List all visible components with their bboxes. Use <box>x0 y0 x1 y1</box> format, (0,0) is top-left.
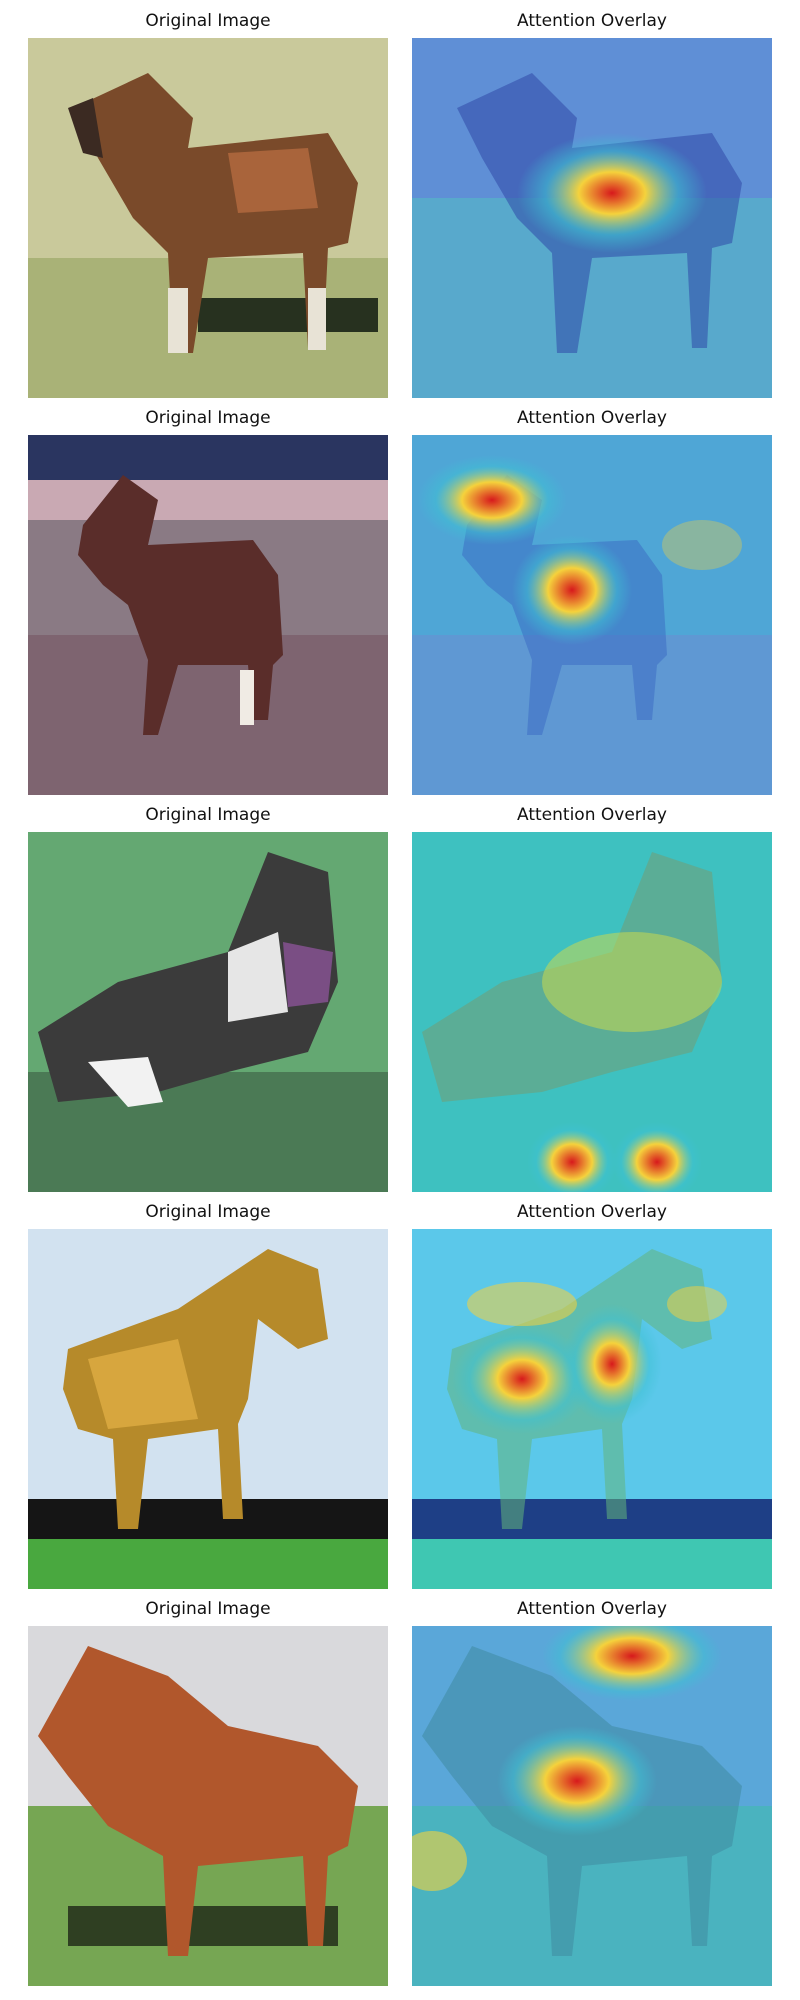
original-title-4: Original Image <box>145 1202 271 1222</box>
overlay-title-3: Attention Overlay <box>517 805 667 825</box>
overlay-panel-4: Attention Overlay <box>412 1201 772 1589</box>
original-panel-1: Original Image <box>28 10 388 398</box>
horse-photo-5 <box>28 1626 388 1986</box>
overlay-image-4 <box>412 1229 772 1589</box>
attention-heatmap-5 <box>412 1626 772 1986</box>
original-image-3 <box>28 832 388 1192</box>
original-title-5: Original Image <box>145 1599 271 1619</box>
overlay-panel-5: Attention Overlay <box>412 1598 772 1986</box>
overlay-image-2 <box>412 435 772 795</box>
overlay-panel-3: Attention Overlay <box>412 804 772 1192</box>
attention-heatmap-3 <box>412 832 772 1192</box>
original-title-1: Original Image <box>145 11 271 31</box>
attention-heatmap-1 <box>412 38 772 398</box>
horse-photo-4 <box>28 1229 388 1589</box>
horse-photo-1 <box>28 38 388 398</box>
overlay-image-3 <box>412 832 772 1192</box>
overlay-image-5 <box>412 1626 772 1986</box>
horse-photo-2 <box>28 435 388 795</box>
original-image-1 <box>28 38 388 398</box>
attention-heatmap-4 <box>412 1229 772 1589</box>
attention-heatmap-2 <box>412 435 772 795</box>
overlay-panel-1: Attention Overlay <box>412 10 772 398</box>
original-title-2: Original Image <box>145 408 271 428</box>
original-image-4 <box>28 1229 388 1589</box>
original-panel-5: Original Image <box>28 1598 388 1986</box>
original-image-2 <box>28 435 388 795</box>
original-title-3: Original Image <box>145 805 271 825</box>
original-image-5 <box>28 1626 388 1986</box>
overlay-title-2: Attention Overlay <box>517 408 667 428</box>
overlay-title-1: Attention Overlay <box>517 11 667 31</box>
overlay-image-1 <box>412 38 772 398</box>
original-panel-2: Original Image <box>28 407 388 795</box>
overlay-title-4: Attention Overlay <box>517 1202 667 1222</box>
cat-photo-3 <box>28 832 388 1192</box>
overlay-panel-2: Attention Overlay <box>412 407 772 795</box>
overlay-title-5: Attention Overlay <box>517 1599 667 1619</box>
original-panel-4: Original Image <box>28 1201 388 1589</box>
original-panel-3: Original Image <box>28 804 388 1192</box>
